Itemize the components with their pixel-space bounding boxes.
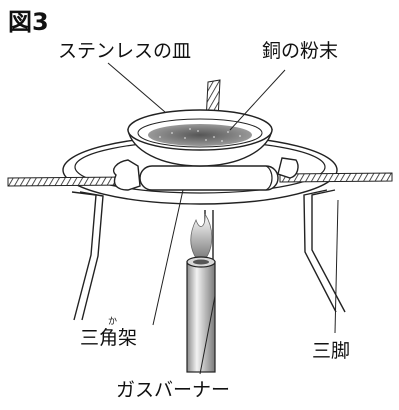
label-triangle-reading: か — [108, 317, 118, 327]
label-gas-burner: ガスバーナー — [116, 379, 231, 401]
label-copper-powder: 銅の粉末 — [262, 40, 339, 62]
flame — [190, 213, 213, 259]
stainless-dish — [127, 109, 273, 167]
gas-burner — [186, 256, 216, 373]
label-tripod: 三脚 — [312, 340, 351, 362]
triangle-wire — [7, 79, 393, 187]
figure-title: 図3 — [8, 8, 49, 36]
copper-powder — [148, 124, 252, 146]
label-stainless-dish: ステンレスの皿 — [58, 40, 192, 62]
label-triangle: 三角架 — [80, 327, 138, 349]
leader-lines — [107, 62, 339, 375]
clay-pipes — [112, 157, 299, 191]
